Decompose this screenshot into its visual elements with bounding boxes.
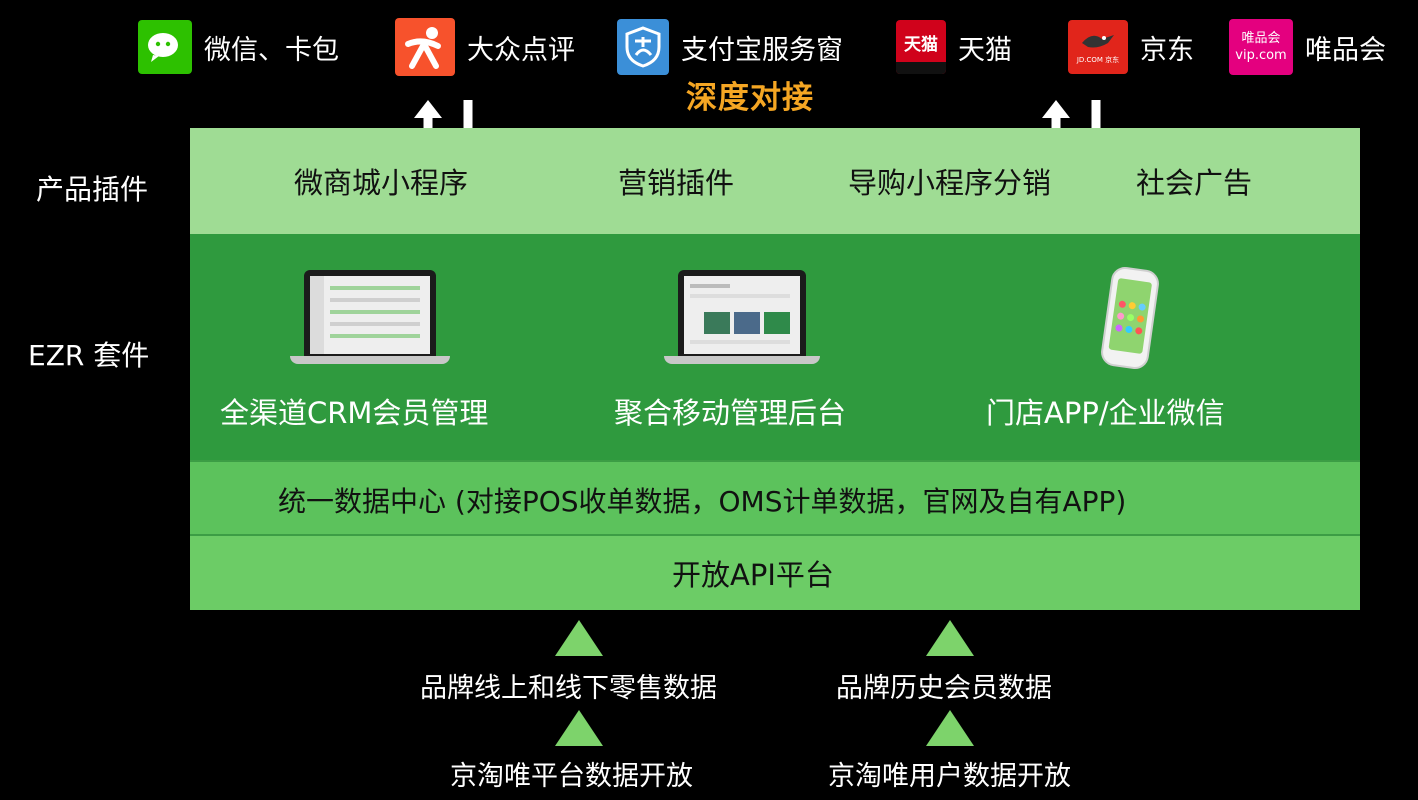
wechat-icon bbox=[138, 20, 192, 74]
tmall-logo-text: 天猫 bbox=[904, 34, 938, 55]
ezr-suite-band: 全渠道CRM会员管理 聚合移动管理后台 门店APP/企业微信 bbox=[190, 234, 1360, 460]
plugin-item: 微商城小程序 bbox=[294, 166, 469, 200]
alipay-shield-icon bbox=[617, 19, 669, 75]
jd-icon: JD.COM 京东 bbox=[1068, 20, 1128, 74]
source-retail-data: 品牌线上和线下零售数据 bbox=[420, 673, 717, 704]
partner-name: 支付宝服务窗 bbox=[681, 34, 843, 66]
plugin-item: 导购小程序分销 bbox=[848, 166, 1052, 200]
partner-vipshop: 唯品会 vip.com 唯品会 bbox=[1229, 18, 1386, 76]
partner-dianping: 大众点评 bbox=[395, 18, 575, 76]
source-platform-data-open: 京淘唯平台数据开放 bbox=[450, 761, 693, 792]
vipshop-logo-text: 唯品会 vip.com bbox=[1235, 31, 1287, 63]
partner-name: 京东 bbox=[1140, 34, 1194, 66]
deep-integration-label: 深度对接 bbox=[686, 80, 814, 116]
plugin-item: 社会广告 bbox=[1136, 166, 1253, 200]
source-member-history: 品牌历史会员数据 bbox=[836, 673, 1052, 704]
api-platform-label: 开放API平台 bbox=[672, 558, 834, 592]
product-plugins-band: 微商城小程序 营销插件 导购小程序分销 社会广告 bbox=[190, 128, 1360, 234]
up-triangle-icon bbox=[926, 620, 974, 656]
vipshop-icon: 唯品会 vip.com bbox=[1229, 19, 1293, 75]
laptop-mobile-admin-icon bbox=[664, 270, 820, 366]
partner-alipay: 支付宝服务窗 bbox=[617, 18, 843, 76]
jd-logo-text: JD.COM 京东 bbox=[1076, 56, 1120, 64]
partner-wechat: 微信、卡包 bbox=[138, 18, 339, 76]
up-triangle-icon bbox=[555, 620, 603, 656]
partner-tmall: 天猫 天猫 bbox=[896, 18, 1012, 76]
source-user-data-open: 京淘唯用户数据开放 bbox=[828, 761, 1071, 792]
side-label-suite: EZR 套件 bbox=[28, 339, 150, 372]
tmall-icon: 天猫 bbox=[896, 20, 946, 74]
suite-item-mobile-admin: 聚合移动管理后台 bbox=[614, 396, 847, 430]
data-center-band: 统一数据中心 (对接POS收单数据，OMS计单数据，官网及自有APP) bbox=[190, 460, 1360, 534]
up-triangle-icon bbox=[926, 710, 974, 746]
suite-item-store-app: 门店APP/企业微信 bbox=[986, 396, 1225, 430]
dianping-icon bbox=[395, 18, 455, 76]
side-label-plugins: 产品插件 bbox=[36, 173, 149, 206]
laptop-crm-icon bbox=[290, 270, 450, 366]
partner-name: 大众点评 bbox=[467, 34, 575, 66]
phone-store-app-icon bbox=[1099, 265, 1161, 371]
partner-name: 唯品会 bbox=[1305, 34, 1386, 66]
suite-item-crm: 全渠道CRM会员管理 bbox=[220, 396, 489, 430]
up-triangle-icon bbox=[555, 710, 603, 746]
partner-name: 天猫 bbox=[958, 34, 1012, 66]
partner-name: 微信、卡包 bbox=[204, 34, 339, 66]
partner-jd: JD.COM 京东 京东 bbox=[1068, 18, 1194, 76]
api-platform-band: 开放API平台 bbox=[190, 534, 1360, 610]
data-center-label: 统一数据中心 (对接POS收单数据，OMS计单数据，官网及自有APP) bbox=[278, 485, 1127, 518]
plugin-item: 营销插件 bbox=[618, 166, 735, 200]
